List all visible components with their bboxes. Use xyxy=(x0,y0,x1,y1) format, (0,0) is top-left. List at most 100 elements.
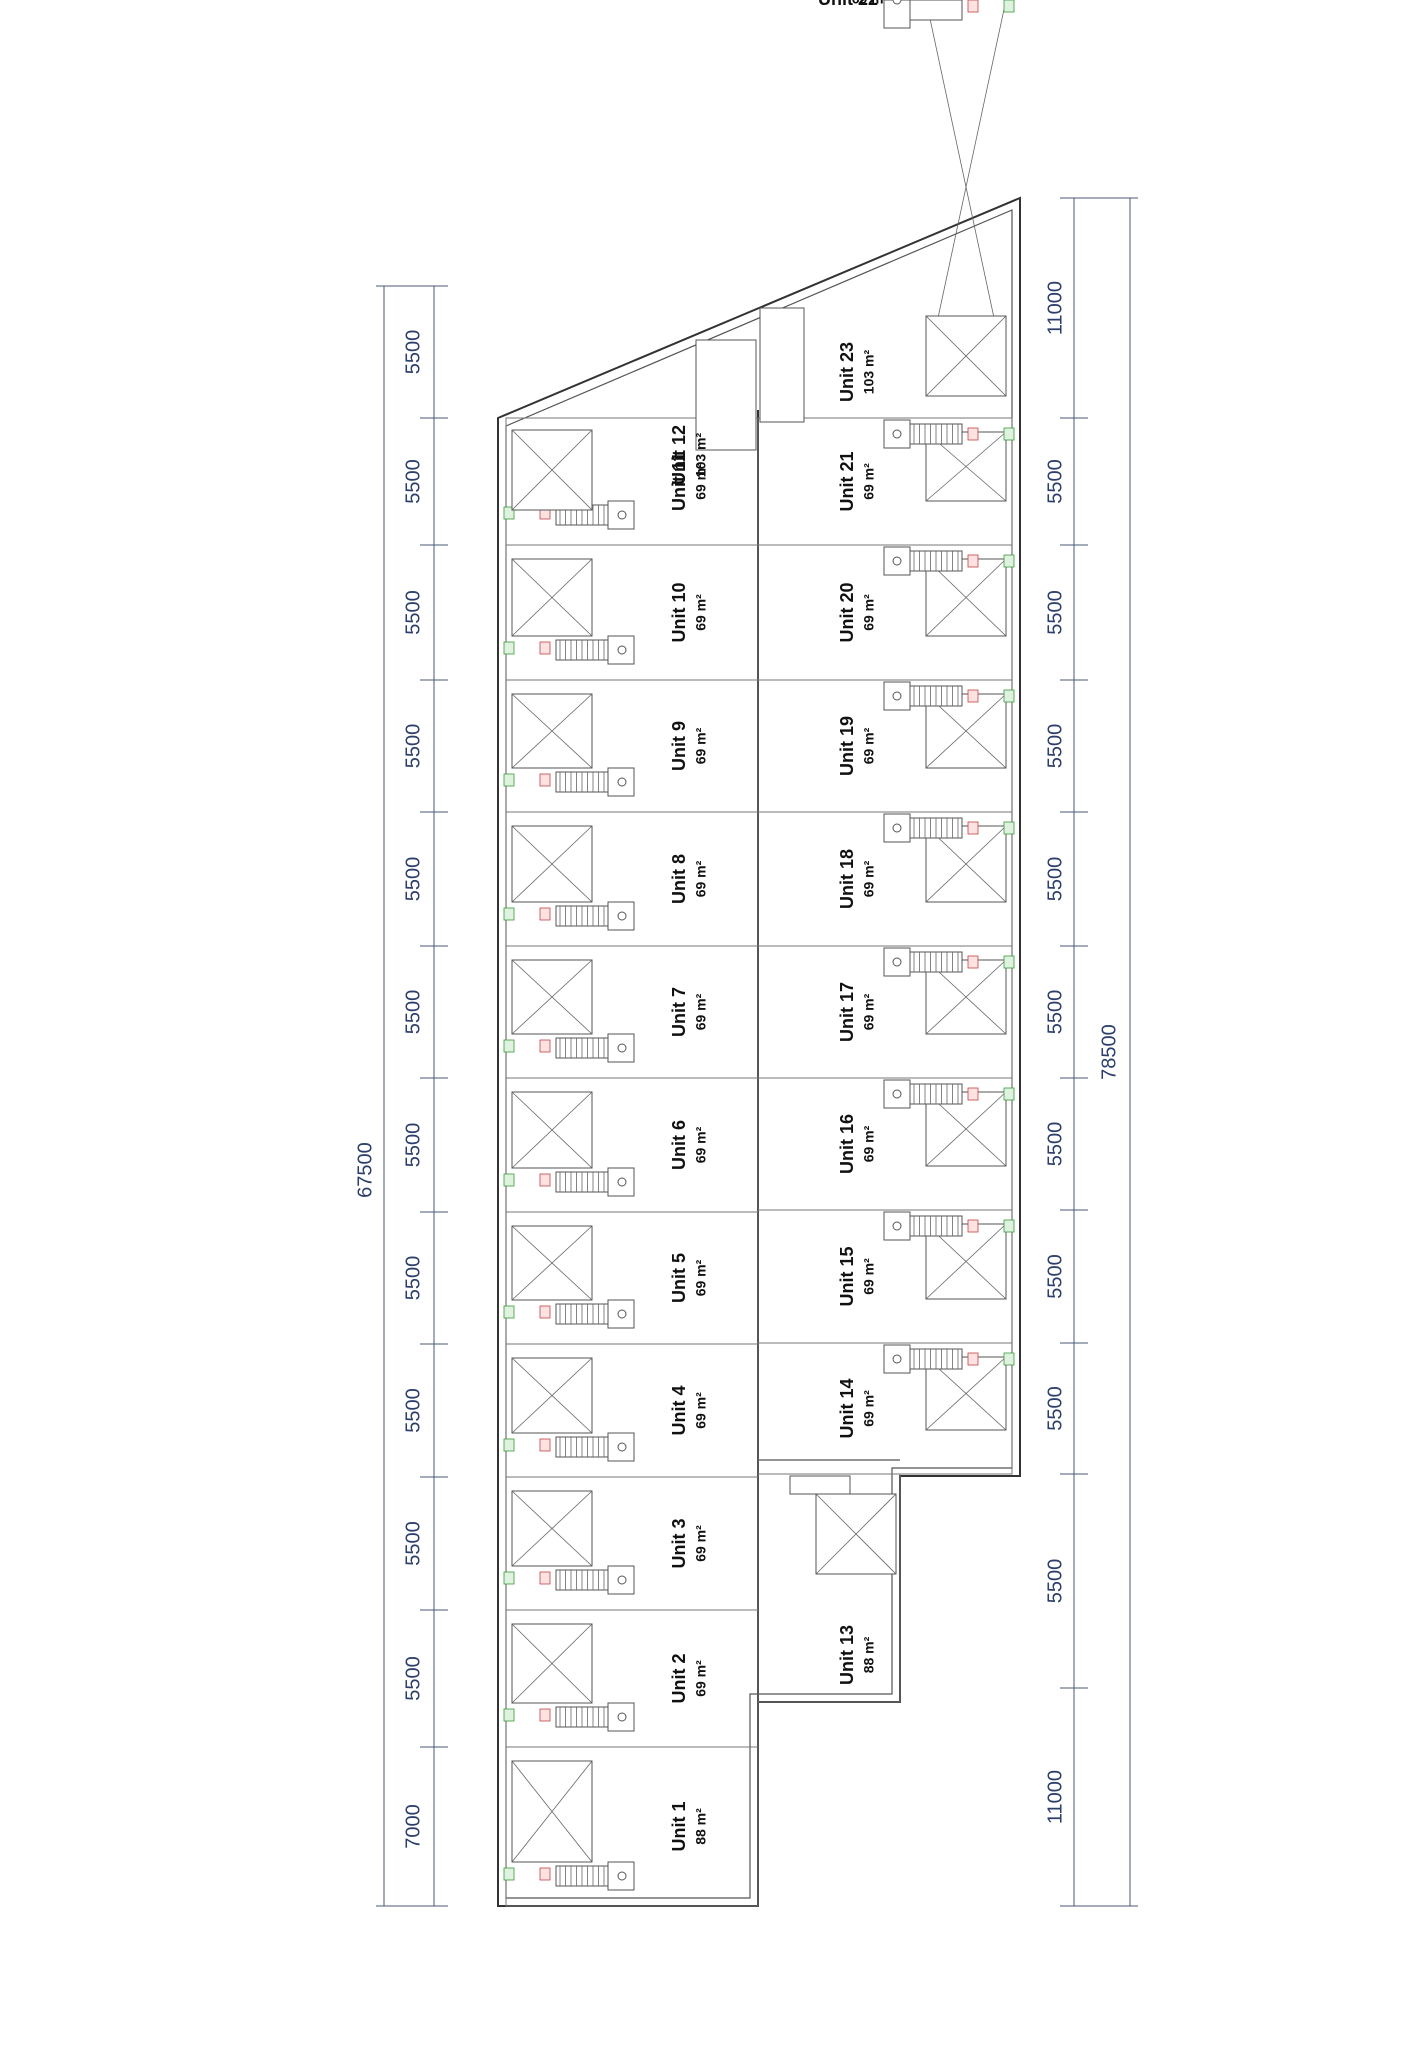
toilet-icon xyxy=(617,1871,627,1881)
meter-green xyxy=(503,506,515,520)
unit-label: Unit 22 xyxy=(818,0,878,9)
unit-area: 69 m² xyxy=(693,860,709,897)
unit-label: Unit 13 xyxy=(837,1625,857,1685)
left-span-label: 5500 xyxy=(402,1256,424,1301)
right-span-label: 11000 xyxy=(1044,281,1066,335)
unit-area: 88 m² xyxy=(693,1808,709,1845)
toilet-icon xyxy=(617,1575,627,1585)
unit-22: Unit 2269 m² xyxy=(818,0,1015,375)
meter-green xyxy=(503,1708,515,1722)
meter-green xyxy=(503,1173,515,1187)
shutter-cross xyxy=(511,1760,593,1863)
meter-green xyxy=(503,1867,515,1881)
unit-label: Unit 15 xyxy=(837,1246,857,1306)
shutter-cross xyxy=(925,431,1007,502)
toilet-icon xyxy=(892,691,902,701)
right-span-label: 5500 xyxy=(1044,1122,1066,1167)
unit-label: Unit 21 xyxy=(837,451,857,511)
meter-green xyxy=(1003,427,1015,441)
stair-icon xyxy=(555,1037,609,1059)
left-span-label: 5500 xyxy=(402,459,424,504)
toilet-icon xyxy=(892,556,902,566)
right-span-label: 5500 xyxy=(1044,1254,1066,1299)
toilet-icon xyxy=(617,1442,627,1452)
stair-icon xyxy=(555,1865,609,1887)
shutter-cross xyxy=(511,1225,593,1301)
unit-label: Unit 16 xyxy=(837,1114,857,1174)
stair-icon xyxy=(909,1215,963,1237)
unit-area: 69 m² xyxy=(693,1259,709,1296)
toilet-icon xyxy=(892,1089,902,1099)
shutter-cross xyxy=(511,959,593,1035)
toilet-icon xyxy=(617,1043,627,1053)
shutter-cross xyxy=(925,1091,1007,1167)
right-span-label: 5500 xyxy=(1044,459,1066,504)
meter-red xyxy=(967,1087,979,1101)
meter-red xyxy=(539,773,551,787)
unit-area: 69 m² xyxy=(693,1126,709,1163)
meter-red xyxy=(539,1173,551,1187)
stair-icon xyxy=(909,0,963,21)
right-span-label: 5500 xyxy=(1044,724,1066,769)
left-span-label: 5500 xyxy=(402,330,424,375)
stair-icon xyxy=(909,550,963,572)
toilet-icon xyxy=(617,1712,627,1722)
unit-label: Unit 17 xyxy=(837,982,857,1042)
meter-green xyxy=(503,1305,515,1319)
meter-green xyxy=(1003,554,1015,568)
unit-label: Unit 8 xyxy=(669,854,689,904)
unit-label: Unit 19 xyxy=(837,716,857,776)
meter-green xyxy=(1003,1087,1015,1101)
shutter-cross xyxy=(925,315,1007,397)
dimension-annotations: 7000550055005500550055005500550055005500… xyxy=(354,197,1138,1907)
core-rooms xyxy=(695,339,757,451)
unit-area: 88 m² xyxy=(861,1636,877,1673)
unit-label: Unit 23 xyxy=(837,342,857,402)
stair-icon xyxy=(555,1569,609,1591)
unit-area: 69 m² xyxy=(861,860,877,897)
stair-icon xyxy=(909,951,963,973)
toilet-icon xyxy=(892,957,902,967)
meter-red xyxy=(539,907,551,921)
unit-area: 103 m² xyxy=(861,349,877,394)
meter-green xyxy=(1003,0,1015,13)
right-total-label: 78500 xyxy=(1098,1024,1120,1080)
left-span-label: 5500 xyxy=(402,1656,424,1701)
toilet-icon xyxy=(892,823,902,833)
core-rooms xyxy=(759,307,805,423)
shutter-cross xyxy=(925,1223,1007,1300)
unit-label: Unit 20 xyxy=(837,582,857,642)
shutter-cross xyxy=(925,825,1007,903)
unit-area: 69 m² xyxy=(861,993,877,1030)
shutter-cross xyxy=(511,693,593,769)
stair-icon xyxy=(909,685,963,707)
shutter-cross xyxy=(511,1357,593,1434)
meter-red xyxy=(539,1571,551,1585)
toilet-icon xyxy=(617,911,627,921)
unit-label: Unit 5 xyxy=(669,1253,689,1303)
meter-red xyxy=(967,1352,979,1366)
unit-area: 69 m² xyxy=(693,993,709,1030)
toilet-room xyxy=(883,1344,911,1374)
stair-icon xyxy=(555,1303,609,1325)
unit-area: 69 m² xyxy=(693,594,709,631)
stair-icon xyxy=(555,1171,609,1193)
toilet-icon xyxy=(892,1221,902,1231)
meter-red xyxy=(967,689,979,703)
shutter-cross xyxy=(511,1623,593,1704)
left-span-label: 5500 xyxy=(402,1123,424,1168)
stair-icon xyxy=(555,771,609,793)
unit-area: 69 m² xyxy=(852,0,889,7)
